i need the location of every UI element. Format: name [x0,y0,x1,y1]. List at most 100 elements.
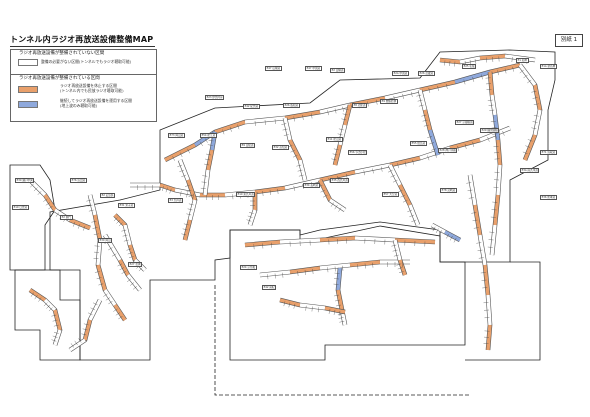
interchange-tick [468,197,474,199]
interchange-tick [262,190,264,196]
route-label: E42 南紀 [262,285,277,291]
route-label: E55 徳島道 [410,141,427,147]
interchange-tick [199,141,203,147]
interchange-tick [439,230,442,235]
interchange-tick [338,207,342,212]
route-label: E42 紀勢道 [243,104,260,110]
interchange-tick [472,141,474,147]
route-label: E27 京都縦貫 [455,120,475,126]
interchange-tick [328,308,331,314]
interchange-tick [48,307,53,312]
route-label: E47 山陽道 [265,66,282,72]
interchange-tick [222,129,225,135]
interchange-tick [37,191,42,195]
legend-installed-heading: ラジオ再放送設備が整備されている区間 [19,76,100,81]
interchange-tick [51,339,57,342]
route-label: E9 山陰道 [240,143,256,149]
interchange-tick [181,233,187,236]
interchange-tick [411,91,413,97]
route-label: E29 播但連絡 [480,128,500,134]
legend-not-installed-heading: ラジオ再放送設備が整備されていない区間 [19,51,105,56]
interchange-tick [86,199,92,202]
interchange-tick [412,159,414,165]
interchange-tick [34,294,38,300]
interchange-tick [202,175,208,177]
interchange-tick [247,215,253,218]
interchange-tick [43,198,48,202]
interchange-tick [288,302,291,308]
interchange-tick [434,152,437,158]
interchange-tick [476,242,482,244]
interchange-tick [397,189,403,193]
interchange-tick [165,187,168,193]
route-label: E31 米子道 [118,203,135,209]
legend-not-installed-item: 整備の必要がない区間(トンネルでもラジオ聴取可能) [41,59,132,64]
interchange-tick [30,292,34,297]
interchange-tick [82,225,86,231]
interchange-tick [200,187,206,189]
interchange-tick [407,209,413,213]
interchange-tick [372,168,374,174]
interchange-tick [132,286,138,290]
legend-continued-note: (地上波のみ聴取可能) [60,103,98,108]
interchange-tick [334,108,337,114]
interchange-tick [298,174,304,177]
interchange-tick [186,192,188,198]
interchange-tick [532,97,538,99]
interchange-tick [402,199,408,203]
interchange-tick [427,155,430,161]
interchange-tick [182,228,188,231]
interchange-tick [418,104,424,107]
interchange-tick [297,270,299,276]
region-boundary-main [49,49,556,361]
interchange-tick [449,235,453,241]
interchange-tick [392,249,398,252]
interchange-tick [472,219,478,221]
interchange-tick [88,209,94,212]
route-label: E23 伊勢湾岸 [205,95,225,101]
interchange-tick [490,121,496,123]
interchange-tick [527,79,532,84]
interchange-tick [105,297,111,301]
interchange-tick [392,179,398,183]
interchange-tick [293,116,295,122]
interchange-tick [292,154,298,158]
interchange-tick [409,214,415,218]
route-label: E28 神戸淡路 [438,148,458,154]
interchange-tick [511,56,513,62]
interchange-tick [428,87,431,93]
interchange-tick [78,338,82,343]
interchange-tick [248,212,254,214]
interchange-tick [491,127,497,129]
interchange-tick [477,249,483,251]
interchange-tick [427,136,433,138]
interchange-tick [446,83,448,89]
interchange-tick [283,134,289,136]
interchange-tick [417,99,423,102]
interchange-tick [400,194,406,198]
interchange-tick [269,189,271,195]
interchange-tick [322,194,328,198]
interchange-tick [162,186,164,192]
interchange-tick [320,189,326,193]
interchange-tick [489,109,495,111]
interchange-tick [333,148,339,151]
interchange-tick [48,206,53,210]
interchange-tick [183,223,189,226]
interchange-tick [527,139,533,142]
route-label: E56 今治小松 [348,150,368,156]
interchange-tick [188,194,194,197]
interchange-tick [421,114,427,117]
interchange-tick [83,323,89,326]
interchange-tick [208,140,214,142]
interchange-tick [317,307,319,313]
interchange-tick [127,252,133,255]
interchange-tick [96,277,102,280]
interchange-tick [464,143,467,149]
interchange-tick [312,268,314,274]
interchange-tick [431,148,437,151]
route-label: E8 北陸道 [352,103,368,109]
interchange-tick [481,74,483,80]
interchange-tick [437,85,439,91]
